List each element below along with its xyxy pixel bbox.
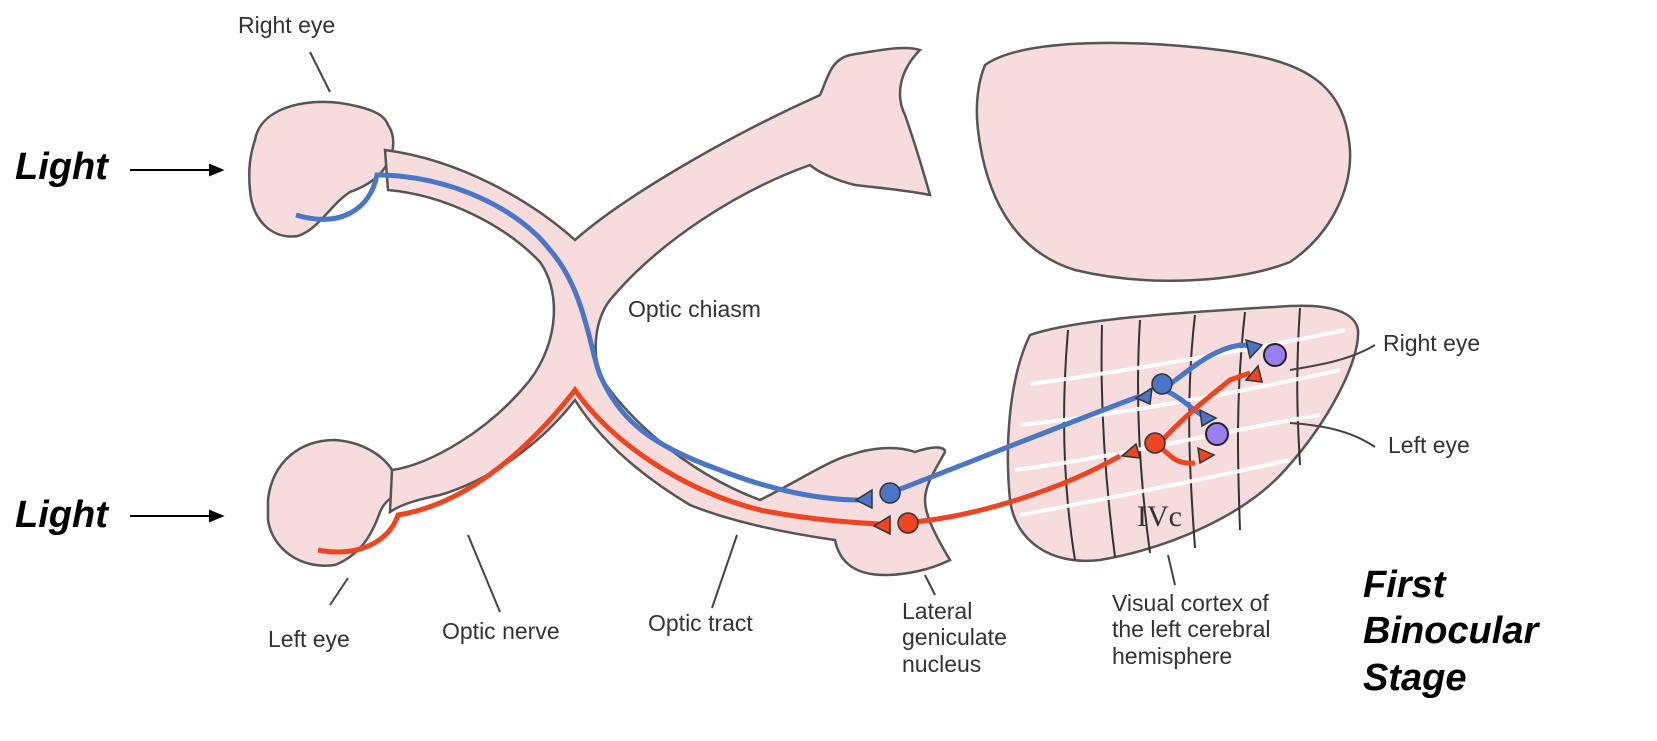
label-cortex-left-eye: Left eye: [1388, 432, 1470, 458]
red-cell-cortex: [1145, 433, 1165, 453]
light-arrows: [130, 165, 222, 521]
blue-cell-cortex: [1152, 374, 1172, 394]
binocular-cell-lower: [1206, 423, 1228, 445]
label-optic-tract: Optic tract: [648, 610, 753, 636]
first-binocular-stage-label: First Binocular Stage: [1363, 562, 1538, 701]
label-optic-chiasm: Optic chiasm: [628, 296, 761, 322]
label-lgn-line-2: geniculate: [902, 624, 1007, 650]
binocular-cell-upper: [1264, 344, 1286, 366]
stage-line-2: Binocular: [1363, 608, 1538, 654]
label-layer-ivc: IVc: [1137, 500, 1182, 534]
upper-hemisphere-section: [977, 43, 1350, 281]
label-lgn: Lateral geniculate nucleus: [902, 598, 1007, 677]
label-visual-cortex-line-1: Visual cortex of: [1112, 590, 1271, 616]
red-cell-lgn: [898, 513, 918, 533]
label-visual-cortex: Visual cortex of the left cerebral hemis…: [1112, 590, 1271, 669]
label-left-eye-bottom: Left eye: [268, 626, 350, 652]
light-label-bottom: Light: [15, 494, 108, 537]
label-visual-cortex-line-2: the left cerebral: [1112, 616, 1271, 642]
stage-line-1: First: [1363, 562, 1538, 608]
stage-line-3: Stage: [1363, 655, 1538, 701]
label-lgn-line-3: nucleus: [902, 651, 1007, 677]
light-label-top: Light: [15, 146, 108, 189]
label-visual-cortex-line-3: hemisphere: [1112, 643, 1271, 669]
label-cortex-right-eye: Right eye: [1383, 330, 1480, 356]
label-optic-nerve: Optic nerve: [442, 618, 560, 644]
blue-cell-lgn: [880, 483, 900, 503]
label-right-eye-top: Right eye: [238, 12, 335, 38]
label-lgn-line-1: Lateral: [902, 598, 1007, 624]
